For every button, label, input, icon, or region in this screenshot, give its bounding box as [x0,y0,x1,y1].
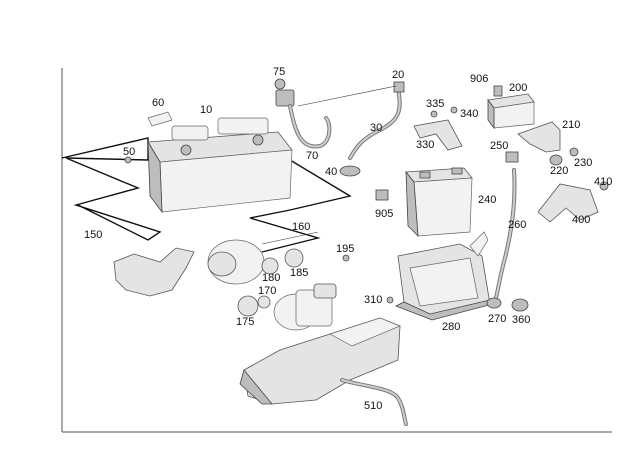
callout-310: 310 [364,294,382,306]
callout-175: 175 [236,316,254,328]
callout-10: 10 [200,104,212,116]
bracket-150 [113,247,195,297]
callout-30: 30 [370,122,382,134]
bushing-180 [261,257,279,275]
callout-510: 510 [364,400,382,412]
callout-75: 75 [273,66,285,78]
bushing-170 [257,295,271,309]
callout-400: 400 [572,214,590,226]
bracket-400 [537,183,599,223]
starter-motor [273,283,337,331]
bolt-410 [599,181,609,191]
connector-905 [375,189,389,201]
callout-250: 250 [490,140,508,152]
bushing-175 [237,295,259,317]
screw-335 [430,110,438,118]
screw-195 [342,254,350,262]
main-battery [147,117,293,214]
battery-hold-down-clamp [147,111,173,127]
callout-70: 70 [306,150,318,162]
callout-60: 60 [152,97,164,109]
callout-230: 230 [574,157,592,169]
callout-330: 330 [416,139,434,151]
battery-bracket-330 [413,119,463,151]
nut-310 [386,296,394,304]
callout-410: 410 [594,176,612,188]
grommet-220 [549,154,563,166]
callout-195: 195 [336,243,354,255]
callout-50: 50 [123,146,135,158]
callout-20: 20 [392,69,404,81]
callout-150: 150 [84,229,102,241]
callout-905: 905 [375,208,393,220]
bracket-210 [517,121,561,153]
callout-170: 170 [258,285,276,297]
callout-335: 335 [426,98,444,110]
callout-210: 210 [562,119,580,131]
connector-250 [505,151,519,163]
callout-220: 220 [550,165,568,177]
callout-270: 270 [488,313,506,325]
bolt-230 [569,147,579,157]
callout-260: 260 [508,219,526,231]
callout-340: 340 [460,108,478,120]
callout-185: 185 [290,267,308,279]
callout-200: 200 [509,82,527,94]
grommet-40 [339,165,361,177]
callout-40: 40 [325,166,337,178]
callout-240: 240 [478,194,496,206]
callout-160: 160 [292,221,310,233]
battery-bolt [124,156,132,164]
callout-360: 360 [512,314,530,326]
generator [207,239,265,285]
terminal-clamp [274,78,295,107]
callout-906: 906 [470,73,488,85]
cable-260 [494,168,517,300]
callout-180: 180 [262,272,280,284]
battery-zone-outline [61,137,162,241]
battery-240 [405,167,473,238]
grommet-360 [511,298,529,312]
screw-340 [450,106,458,114]
battery-zone-outline-right [249,159,352,253]
fuse-906 [493,85,503,97]
battery-tray-280 [395,231,501,321]
callout-280: 280 [442,321,460,333]
grommet-270 [486,297,502,309]
auxiliary-battery [487,93,535,130]
cable-connector-20 [393,81,405,93]
bushing-185 [284,248,304,268]
transmission [239,317,401,405]
